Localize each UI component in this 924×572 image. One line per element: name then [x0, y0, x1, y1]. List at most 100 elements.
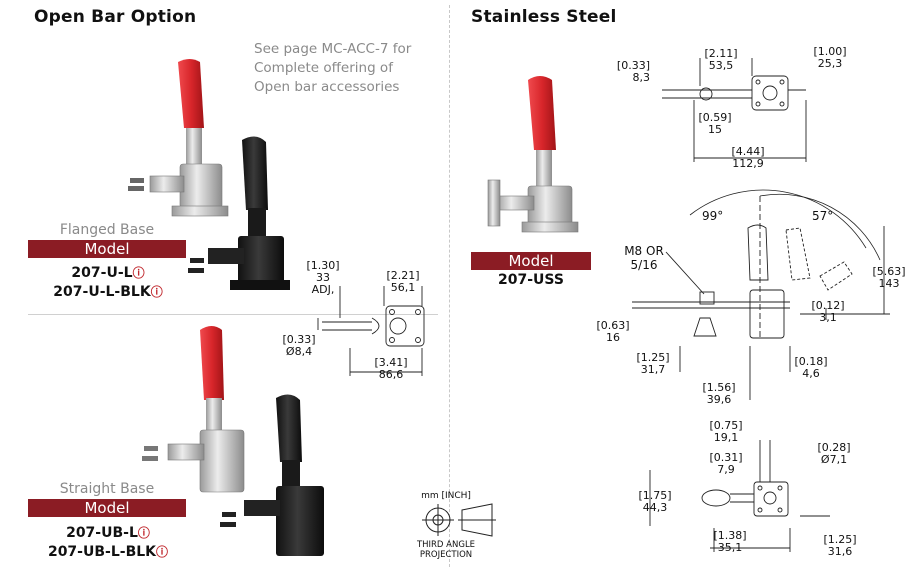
dim-open-bar-hole: [0.33] Ø8,4	[276, 334, 322, 358]
dim-inch: [1.75]	[638, 489, 672, 502]
dim-side-e: [0.18] 4,6	[788, 356, 834, 380]
stainless-side-view-drawing	[632, 189, 890, 400]
dim-inch: [0.75]	[709, 419, 743, 432]
dim-inch: [1.38]	[713, 529, 747, 542]
dim-inch: [1.25]	[823, 533, 857, 546]
dim-inch: [1.25]	[636, 351, 670, 364]
vertical-divider	[449, 5, 450, 567]
dim-mm: 112,9	[732, 157, 764, 170]
projection-line-2: PROJECTION	[419, 550, 473, 560]
dim-bottom-e: [1.38] 35,1	[706, 530, 754, 554]
dim-inch: [0.33]	[282, 333, 316, 346]
dim-mm: Ø7,1	[820, 453, 848, 466]
stainless-title: Stainless Steel	[471, 7, 617, 27]
model-207-UB-L[interactable]: 207-UB-Lⓘ	[28, 524, 188, 542]
dim-inch: [0.33]	[616, 59, 650, 72]
dim-inch: [0.12]	[811, 299, 845, 312]
model-207-U-L[interactable]: 207-U-Lⓘ	[28, 264, 188, 282]
model-207-U-L-BLK[interactable]: 207-U-L-BLKⓘ	[28, 283, 188, 301]
horizontal-divider	[28, 314, 438, 315]
dim-mm: 8,3	[632, 71, 651, 84]
straight-base-label: Straight Base	[59, 481, 155, 497]
dim-inch: [0.31]	[709, 451, 743, 464]
dim-inch: [0.28]	[817, 441, 851, 454]
stainless-top-view-drawing	[662, 58, 807, 162]
dim-mm: 15	[708, 123, 722, 136]
projection-label: THIRD ANGLE PROJECTION	[408, 540, 484, 560]
dim-mm: Ø8,4	[285, 345, 313, 358]
dim-bottom-a: [0.75] 19,1	[702, 420, 750, 444]
dim-inch: [2.21]	[386, 269, 420, 282]
dim-bottom-f: [1.25] 31,6	[816, 534, 864, 558]
clamp-207-U-L-BLK-image	[188, 136, 290, 290]
flanged-model-bar: Model	[28, 240, 186, 258]
note-line-2: Complete offering of	[254, 60, 393, 76]
dim-mm: 16	[606, 331, 620, 344]
projection-units: mm [INCH]	[421, 491, 471, 501]
dim-bottom-b: [0.31] 7,9	[702, 452, 750, 476]
dim-inch: [0.59]	[698, 111, 732, 124]
dim-mm: 31,7	[640, 363, 666, 376]
model-number-text: 207-UB-L-BLK	[47, 544, 157, 560]
dim-inch: [1.30]	[306, 259, 340, 272]
dim-mm: 4,6	[802, 367, 820, 380]
dim-mm: 35,1	[717, 541, 743, 554]
dim-inch: [3.41]	[374, 356, 408, 369]
thread-line-2: 5/16	[630, 258, 658, 272]
clamp-207-UB-L-BLK-image	[220, 394, 324, 556]
dim-mm: 39,6	[706, 393, 732, 406]
model-207-UB-L-BLK[interactable]: 207-UB-L-BLKⓘ	[28, 543, 188, 561]
dim-note: ADJ,	[311, 283, 335, 296]
open-bar-title: Open Bar Option	[34, 7, 197, 27]
dim-mm: 3,1	[819, 311, 837, 324]
dim-mm: 33	[316, 271, 330, 284]
straight-model-bar: Model	[28, 499, 186, 517]
angle-57: 57°	[812, 209, 834, 223]
dim-inch: [0.63]	[596, 319, 630, 332]
flanged-base-label: Flanged Base	[59, 222, 155, 238]
dim-inch: [4.44]	[731, 145, 765, 158]
dim-inch: [1.56]	[702, 381, 736, 394]
dim-mm: 143	[878, 277, 900, 290]
clamp-207-UB-L-image	[142, 326, 245, 493]
dim-open-bar-adj: [1.30] 33 ADJ,	[300, 260, 346, 296]
dim-side-d: [1.25] 31,7	[630, 352, 676, 376]
dim-bottom-d: [1.75] 44,3	[630, 490, 680, 514]
dim-side-a: [5.63] 143	[864, 266, 914, 290]
projection-line-1: THIRD ANGLE	[416, 540, 476, 550]
dim-top-c: [1.00] 25,3	[806, 46, 854, 70]
info-circle-icon[interactable]: ⓘ	[132, 266, 145, 280]
dim-side-f: [1.56] 39,6	[696, 382, 742, 406]
dim-bottom-c: [0.28] Ø7,1	[810, 442, 858, 466]
dim-inch: [2.11]	[704, 47, 738, 60]
dim-inch: [0.18]	[794, 355, 828, 368]
dim-mm: 31,6	[827, 545, 853, 558]
accessories-note: See page MC-ACC-7 for Complete offering …	[254, 40, 444, 97]
dim-inch: [1.00]	[813, 45, 847, 58]
dim-mm: 53,5	[708, 59, 734, 72]
note-line-3: Open bar accessories	[254, 79, 400, 95]
info-circle-icon[interactable]: ⓘ	[150, 285, 163, 299]
dim-top-b: [2.11] 53,5	[696, 48, 746, 72]
dim-top-d: [0.59] 15	[690, 112, 740, 136]
info-circle-icon[interactable]: ⓘ	[156, 545, 169, 559]
third-angle-projection-icon	[422, 503, 496, 537]
model-number-text: 207-U-L-BLK	[53, 284, 151, 300]
thread-line-1: M8 OR	[624, 244, 664, 258]
dim-side-b: [0.12] 3,1	[804, 300, 852, 324]
dim-mm: 44,3	[642, 501, 668, 514]
angle-99: 99°	[702, 209, 724, 223]
dim-mm: 7,9	[717, 463, 735, 476]
open-bar-drawing	[317, 286, 425, 376]
stainless-bottom-view-drawing	[649, 440, 830, 552]
dim-top-e: [4.44] 112,9	[722, 146, 774, 170]
model-number-text: 207-UB-L	[66, 525, 138, 541]
info-circle-icon[interactable]: ⓘ	[137, 526, 150, 540]
dim-open-bar-width: [2.21] 56,1	[380, 270, 426, 294]
clamp-207-USS-image	[487, 76, 579, 233]
dim-mm: 56,1	[390, 281, 416, 294]
dim-top-a: [0.33] 8,3	[604, 60, 650, 84]
model-207-USS[interactable]: 207-USS	[498, 272, 564, 288]
thread-label: M8 OR 5/16	[616, 244, 672, 272]
clamp-207-U-L-image	[128, 59, 229, 217]
